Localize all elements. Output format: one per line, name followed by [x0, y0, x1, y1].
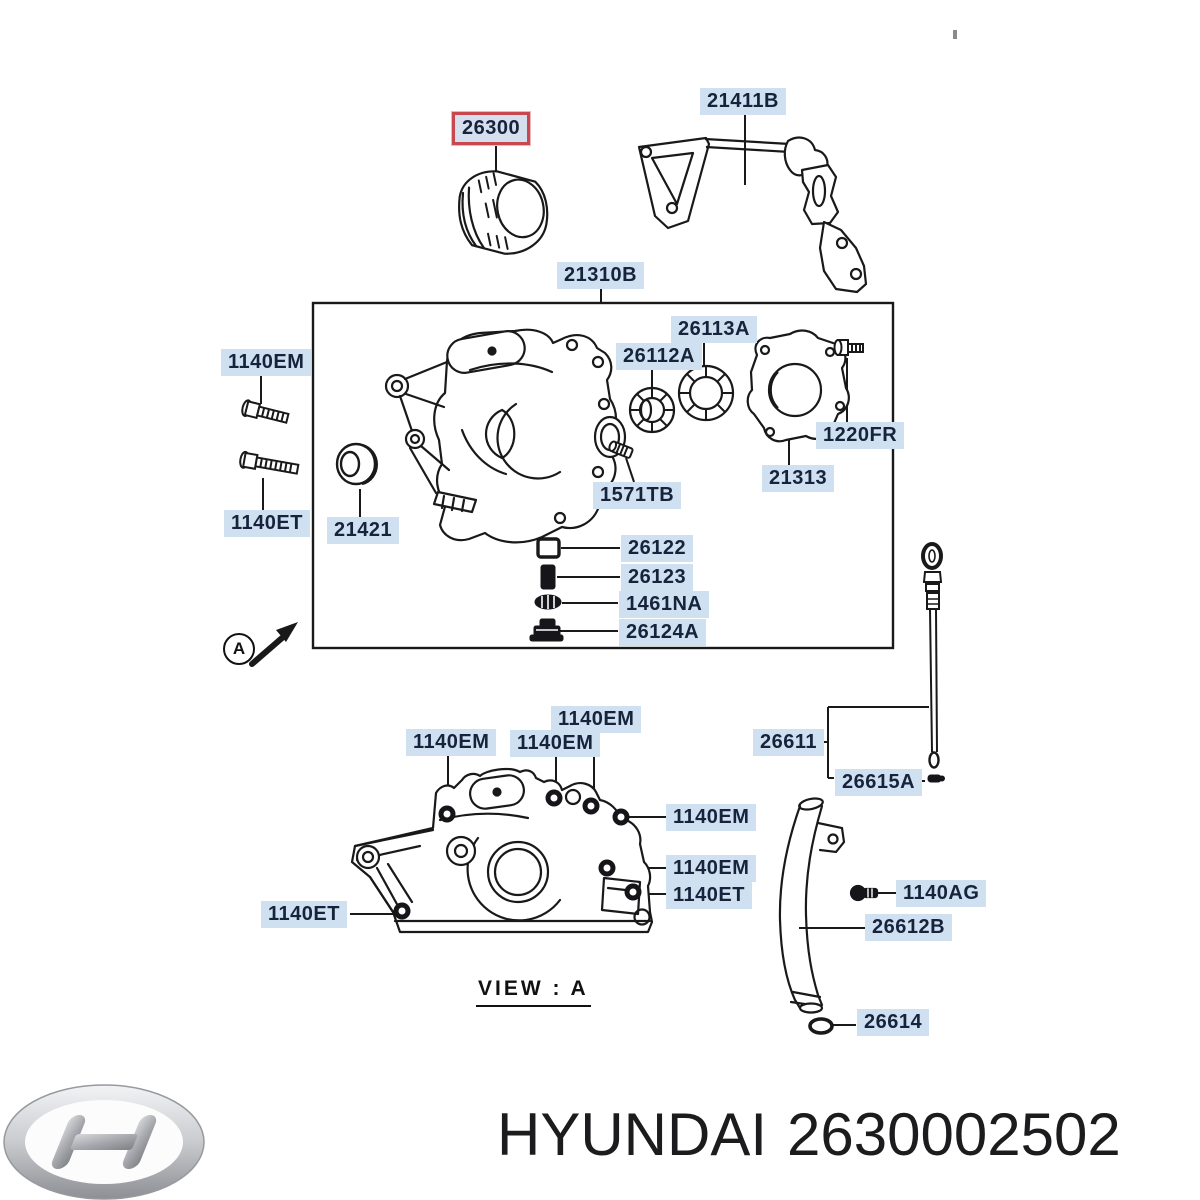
brand-part-code: 2630002502 — [787, 1101, 1121, 1168]
oil-tube-drawing — [778, 797, 879, 1035]
part-label-1140em-2: 1140EM — [406, 729, 497, 756]
cover-plate-drawing — [746, 329, 850, 443]
oil-pump-case-drawing — [384, 328, 627, 544]
part-label-1571tb: 1571TB — [593, 482, 682, 509]
part-label-1140et-2: 1140ET — [666, 882, 752, 909]
part-label-26614: 26614 — [857, 1009, 930, 1036]
screw-1571tb-drawing — [608, 440, 634, 459]
view-caption: VIEW : A — [476, 976, 591, 1008]
part-label-26300-highlighted: 26300 — [452, 112, 531, 145]
part-label-1140em-5: 1140EM — [666, 804, 757, 831]
part-label-26113a: 26113A — [671, 316, 757, 343]
part-label-26124a: 26124A — [619, 619, 707, 646]
part-label-1140em-1: 1140EM — [221, 349, 312, 376]
gasket-drawing — [637, 136, 868, 294]
brand-name: HYUNDAI — [497, 1101, 768, 1168]
relief-valve-parts-drawing — [529, 537, 564, 642]
bearing-26113a-drawing — [677, 364, 735, 422]
bolt-1140em-drawing — [241, 399, 290, 424]
part-label-26612b: 26612B — [865, 914, 953, 941]
oil-filter-drawing — [458, 170, 549, 255]
part-label-26122: 26122 — [621, 535, 694, 562]
part-label-26123: 26123 — [621, 564, 694, 591]
part-label-1140em-6: 1140EM — [666, 855, 757, 882]
detail-marker-a: A — [223, 633, 255, 665]
part-label-21310b: 21310B — [557, 262, 645, 289]
pump-bottom-view-drawing — [350, 767, 654, 934]
part-label-1461na: 1461NA — [619, 591, 710, 618]
bushing-drawing — [335, 442, 378, 486]
part-label-1140et-3: 1140ET — [261, 901, 347, 928]
part-label-21411b: 21411B — [700, 88, 786, 115]
part-label-1220fr: 1220FR — [816, 422, 905, 449]
part-label-26112a: 26112A — [616, 343, 702, 370]
assembly-box — [311, 301, 895, 650]
dipstick-drawing — [921, 542, 945, 783]
bolt-1140et-drawing — [239, 450, 300, 475]
part-label-21313: 21313 — [762, 465, 835, 492]
detail-view-arrow — [249, 622, 298, 667]
part-label-1140em-4: 1140EM — [551, 706, 642, 733]
bearing-26112a-drawing — [628, 386, 676, 434]
part-label-26611: 26611 — [753, 729, 825, 756]
part-label-21421: 21421 — [327, 517, 400, 544]
part-label-1140ag: 1140AG — [896, 880, 987, 907]
part-label-1140et-1: 1140ET — [224, 510, 310, 537]
part-label-26615a: 26615A — [835, 769, 923, 796]
scan-artifact — [953, 30, 957, 39]
hyundai-logo — [3, 1084, 205, 1200]
bolt-1220fr-drawing — [833, 339, 864, 356]
part-label-1140em-3: 1140EM — [510, 730, 601, 757]
